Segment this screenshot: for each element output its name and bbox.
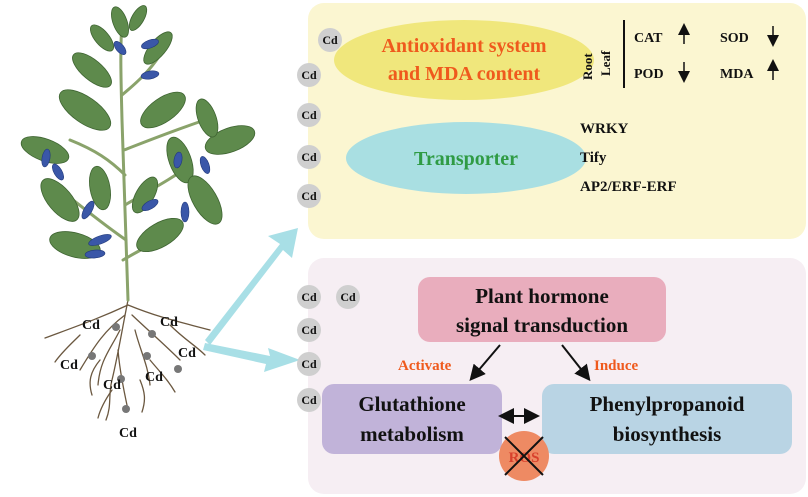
induce-arrow-icon [561, 344, 591, 382]
root-cd-label: Cd [82, 318, 100, 333]
phenylpropanoid-label-line1: Phenylpropanoid [590, 392, 745, 416]
cat-label: CAT [634, 31, 663, 46]
glutathione-box [322, 384, 502, 454]
plant-illustration [20, 5, 256, 421]
top-cd-badges: Cd Cd Cd Cd Cd [297, 28, 342, 208]
phenylpropanoid-label-line2: biosynthesis [613, 422, 722, 446]
antioxidant-label-line1: Antioxidant system [381, 35, 546, 57]
top-panel: Antioxidant system and MDA content Root … [297, 3, 806, 239]
antioxidant-label-line2: and MDA content [388, 63, 541, 85]
cd-badge: Cd [301, 290, 317, 304]
root-cd-label: Cd [160, 315, 178, 330]
cd-badge: Cd [301, 189, 317, 203]
hormone-box [418, 277, 666, 342]
pod-label: POD [634, 67, 664, 82]
flow-arrows [203, 228, 300, 372]
cd-badge: Cd [301, 393, 317, 407]
plant-pods [41, 38, 211, 259]
root-label: Root [580, 53, 595, 80]
plant-roots [44, 299, 211, 421]
sod-label: SOD [720, 31, 749, 46]
plant-leaves [20, 5, 256, 259]
cd-badge: Cd [301, 323, 317, 337]
tf-wrky: WRKY [580, 121, 629, 137]
root-cd-label: Cd [60, 358, 78, 373]
glutathione-label-line2: metabolism [360, 422, 464, 446]
arrow-to-bottom-panel [203, 343, 300, 372]
arrow-to-top-panel [205, 228, 298, 345]
antioxidant-ellipse [334, 20, 594, 100]
hormone-label-line2: signal transduction [456, 313, 628, 337]
transporter-ellipse [346, 122, 586, 194]
tf-tify: Tify [580, 150, 607, 166]
tf-ap2-erf: AP2/ERF-ERF [580, 179, 677, 195]
root-cd-label: Cd [178, 346, 196, 361]
root-cd-labels: Cd Cd Cd Cd Cd Cd Cd [60, 315, 196, 441]
root-cd-label: Cd [103, 378, 121, 393]
cd-badge: Cd [301, 150, 317, 164]
ros-cross-icon [504, 436, 544, 476]
transporter-label: Transporter [414, 148, 518, 170]
leaf-label: Leaf [598, 50, 613, 76]
root-cd-dots [88, 323, 182, 413]
cd-badge: Cd [301, 357, 317, 371]
root-cd-label: Cd [145, 370, 163, 385]
bottom-cd-badges: Cd Cd Cd Cd Cd [297, 285, 360, 412]
cd-badge: Cd [322, 33, 338, 47]
phenylpropanoid-box [542, 384, 792, 454]
glutathione-label-line1: Glutathione [358, 392, 465, 416]
cd-badge: Cd [301, 108, 317, 122]
hormone-label-line1: Plant hormone [475, 284, 609, 308]
activate-label: Activate [398, 358, 452, 374]
cd-badge: Cd [301, 68, 317, 82]
induce-label: Induce [594, 358, 639, 374]
ros-label: ROS [509, 450, 540, 466]
bottom-panel: Plant hormone signal transduction Activa… [297, 258, 806, 494]
mda-label: MDA [720, 67, 754, 82]
root-cd-label: Cd [119, 426, 137, 441]
activate-arrow-icon [469, 344, 501, 382]
cd-badge: Cd [340, 290, 356, 304]
